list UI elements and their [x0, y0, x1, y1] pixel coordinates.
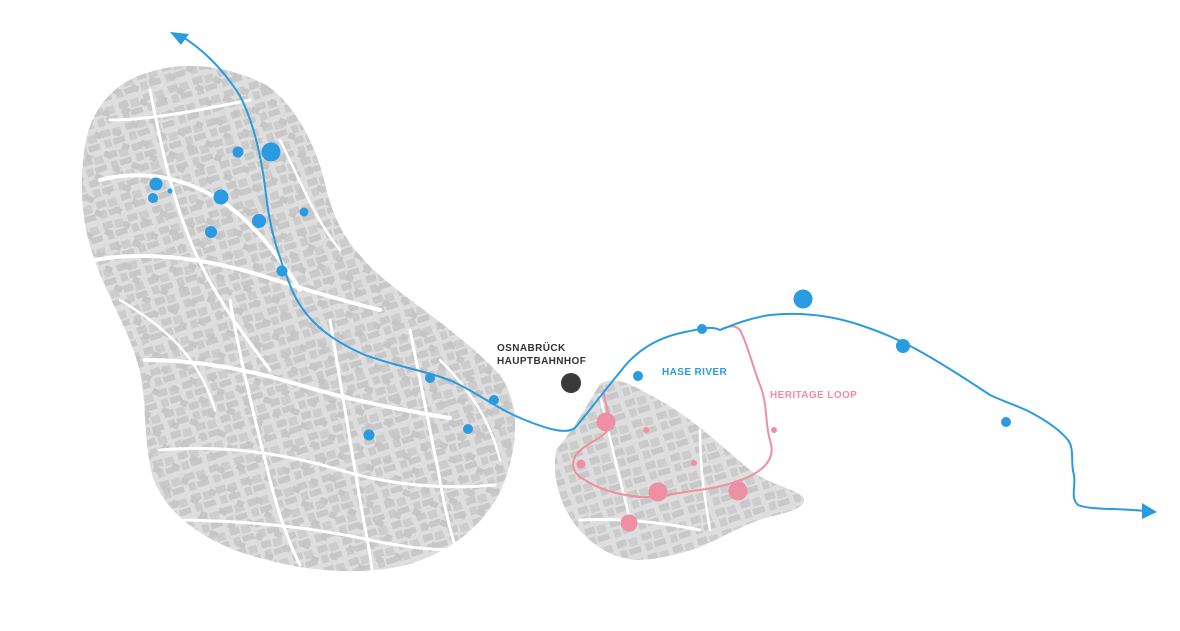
station-marker-icon[interactable]	[561, 373, 581, 393]
station-label: OSNABRÜCK HAUPTBAHNHOF	[497, 342, 586, 368]
east-district	[554, 380, 805, 560]
east-fabric	[554, 380, 805, 560]
heritage-site-small[interactable]	[643, 427, 649, 433]
river-point[interactable]	[425, 373, 435, 383]
station-label-line1: OSNABRÜCK	[497, 343, 566, 354]
heritage-loop-path	[572, 325, 773, 499]
heritage-site-small[interactable]	[771, 427, 777, 433]
river-point[interactable]	[896, 339, 910, 353]
east-streets	[578, 393, 712, 532]
old-town-streets	[93, 88, 502, 572]
river-point[interactable]	[276, 265, 288, 277]
heritage-site-small[interactable]	[691, 460, 697, 466]
river-point[interactable]	[232, 146, 244, 158]
arrow-up-left-icon	[170, 32, 189, 45]
heritage-loop-label: HERITAGE LOOP	[770, 390, 858, 401]
river-point[interactable]	[213, 189, 229, 205]
river-point[interactable]	[205, 226, 217, 238]
river-point[interactable]	[148, 193, 158, 203]
heritage-site-large[interactable]	[728, 481, 748, 501]
old-town-district	[81, 65, 516, 572]
river-point[interactable]	[697, 324, 707, 334]
river-point[interactable]	[793, 289, 813, 309]
station-label-line2: HAUPTBAHNHOF	[497, 356, 587, 367]
river-point[interactable]	[1001, 417, 1011, 427]
river-label: HASE RIVER	[662, 367, 728, 378]
river-point[interactable]	[633, 371, 643, 381]
river-point[interactable]	[149, 177, 163, 191]
river-path	[177, 33, 1146, 512]
river-point[interactable]	[463, 424, 473, 434]
river-point[interactable]	[489, 395, 499, 405]
heritage-site-medium[interactable]	[620, 514, 638, 532]
river-point[interactable]	[299, 207, 309, 217]
heritage-site-small[interactable]	[576, 459, 586, 469]
hase-river	[148, 32, 1157, 519]
heritage-loop	[572, 325, 777, 532]
heritage-site-large[interactable]	[648, 482, 668, 502]
river-point[interactable]	[261, 142, 281, 162]
river-point[interactable]	[363, 429, 375, 441]
river-point[interactable]	[252, 214, 266, 228]
arrow-right-icon	[1142, 503, 1157, 519]
heritage-site-large[interactable]	[596, 412, 616, 432]
river-point[interactable]	[167, 188, 173, 194]
old-town-overlay	[81, 65, 516, 572]
